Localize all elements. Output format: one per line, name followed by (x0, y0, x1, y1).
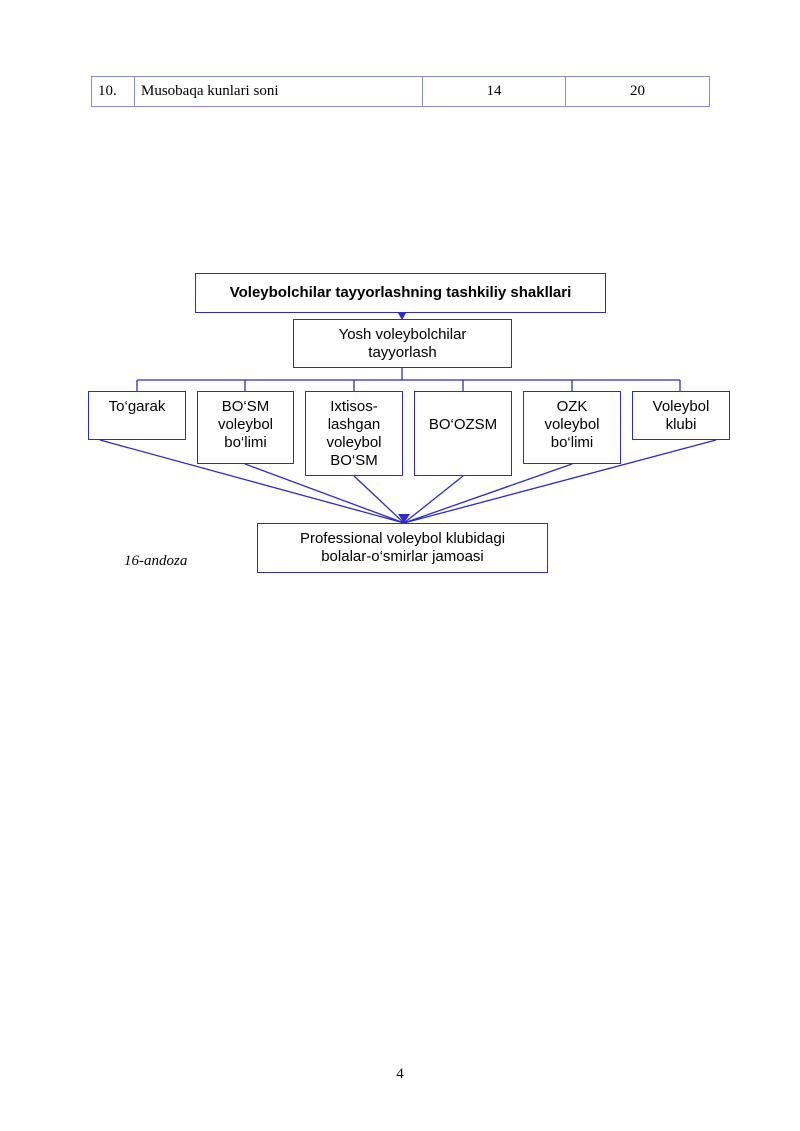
data-table: 10. Musobaqa kunlari soni 14 20 (91, 76, 710, 107)
child-node-ozk: OZK voleybol bo‘limi (523, 391, 621, 464)
connector-converge-4 (403, 475, 464, 524)
child-node-boozsm: BO‘OZSM (414, 391, 512, 476)
connector-converge-6 (403, 439, 717, 524)
page-number: 4 (396, 1066, 404, 1082)
target-node: Professional voleybol klubidagi bolalar-… (257, 523, 548, 573)
arrowhead (398, 514, 410, 523)
diagram-title-box: Voleybolchilar tayyorlashning tashkiliy … (195, 273, 606, 313)
arrowhead-title (398, 313, 406, 320)
child-node-togarak: To‘garak (88, 391, 186, 440)
row-label: Musobaqa kunlari soni (134, 76, 423, 107)
child-node-bosm: BO‘SM voleybol bo‘limi (197, 391, 294, 464)
table-row: 10. Musobaqa kunlari soni 14 20 (91, 76, 710, 107)
connector-converge-5 (403, 463, 573, 524)
root-node: Yosh voleybolchilar tayyorlash (293, 319, 512, 368)
connector-converge-2 (244, 463, 405, 524)
figure-caption: 16-andoza (124, 553, 188, 569)
row-value-2: 20 (565, 76, 710, 107)
connector-converge-3 (353, 475, 405, 524)
row-number: 10. (91, 76, 135, 107)
child-node-voleybol-klubi: Voleybol klubi (632, 391, 730, 440)
child-node-ixtisoslashgan: Ixtisos- lashgan voleybol BO‘SM (305, 391, 403, 476)
connector-converge-1 (99, 439, 405, 524)
